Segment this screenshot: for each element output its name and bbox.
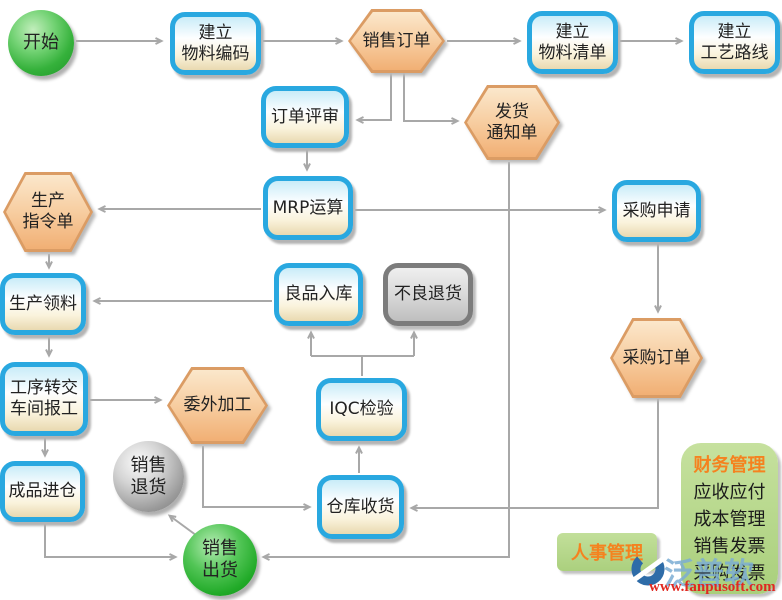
node-label: IQC检验	[329, 399, 394, 420]
node-label: 开始	[23, 32, 59, 54]
watermark-logo-icon	[630, 552, 668, 586]
watermark-brand: 泛普软件	[664, 557, 754, 592]
node-production-picking: 生产领料	[0, 273, 86, 335]
node-sales-shipment: 销售 出货	[183, 524, 257, 596]
panel-finance-management: 财务管理 应收应付 成本管理 销售发票 采购发票	[681, 443, 778, 594]
finance-item: 成本管理	[693, 509, 766, 530]
node-label: 采购申请	[622, 200, 691, 221]
watermark-url: www.fanpusoft.com	[649, 579, 776, 595]
node-label: 订单评审	[271, 106, 339, 127]
node-label: 委外加工	[183, 395, 252, 416]
node-label: 建立 物料编码	[181, 22, 250, 64]
node-iqc: IQC检验	[316, 378, 407, 441]
node-start: 开始	[8, 10, 74, 76]
node-delivery-notice: 发货 通知单	[464, 85, 560, 160]
node-create-bom: 建立 物料清单	[527, 11, 618, 74]
node-warehouse-receipt: 仓库收货	[317, 475, 404, 539]
node-create-routing: 建立 工艺路线	[689, 11, 780, 74]
edge-sales-order-review	[355, 73, 392, 124]
node-label: 成品进仓	[8, 481, 77, 502]
node-mrp: MRP运算	[263, 176, 353, 240]
node-label: 良品入库	[284, 284, 353, 305]
edge-outsourcing-warehouse	[202, 446, 312, 511]
node-label: 销售 退货	[130, 454, 167, 498]
node-label: 建立 工艺路线	[700, 21, 769, 63]
node-finished-stock-in: 成品进仓	[0, 461, 85, 522]
node-sales-return: 销售 退货	[113, 441, 184, 512]
edge-delivery-notice-sales-shipment	[261, 162, 510, 561]
node-order-review: 订单评审	[261, 86, 349, 148]
node-label: 建立 物料清单	[538, 21, 607, 63]
edge-finished-in-sales-shipment	[44, 524, 178, 561]
node-purchase-request: 采购申请	[612, 180, 701, 242]
node-label: 生产 指令单	[22, 191, 74, 232]
finance-item: 销售发票	[693, 536, 766, 557]
node-defective-return: 不良退货	[383, 263, 473, 326]
node-label: 生产领料	[9, 293, 77, 314]
edge-purchase-order-warehouse	[409, 399, 659, 512]
finance-item: 应收应付	[693, 482, 766, 503]
node-create-material-code: 建立 物料编码	[170, 12, 261, 75]
node-label: 采购订单	[622, 347, 691, 368]
node-label: MRP运算	[272, 197, 344, 218]
panel-hr-label: 人事管理	[571, 543, 643, 564]
node-good-stock-in: 良品入库	[274, 263, 363, 326]
node-label: 销售订单	[362, 30, 431, 51]
node-label: 发货 通知单	[486, 101, 538, 143]
panel-finance-title: 财务管理	[693, 455, 766, 476]
node-label: 工序转交 车间报工	[10, 378, 78, 419]
node-label: 仓库收货	[326, 496, 395, 517]
node-purchase-order: 采购订单	[610, 318, 703, 398]
node-outsourcing: 委外加工	[167, 367, 268, 444]
node-production-order: 生产 指令单	[3, 172, 93, 252]
node-process-transfer: 工序转交 车间报工	[0, 362, 88, 436]
node-sales-order: 销售订单	[348, 9, 445, 73]
node-label: 销售 出货	[202, 538, 238, 581]
node-label: 不良退货	[394, 284, 462, 305]
edge-sales-order-delivery-notice	[403, 73, 460, 125]
finance-item: 采购发票	[693, 563, 766, 584]
